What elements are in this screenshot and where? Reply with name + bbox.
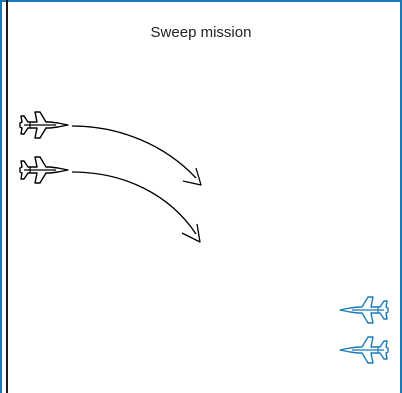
sweep-path-1 (71, 125, 197, 179)
sweep-arrowhead-2 (181, 223, 201, 243)
sweep-arrowhead-1 (182, 167, 202, 186)
left-edge-line (6, 0, 8, 393)
friendly-jet-2-icon (19, 156, 69, 184)
hostile-jet-1-icon (339, 296, 389, 324)
friendly-jet-1-icon (19, 111, 69, 139)
sweep-path-2 (71, 171, 197, 235)
mission-title: Sweep mission (150, 24, 252, 41)
hostile-jet-2-icon (339, 336, 389, 364)
